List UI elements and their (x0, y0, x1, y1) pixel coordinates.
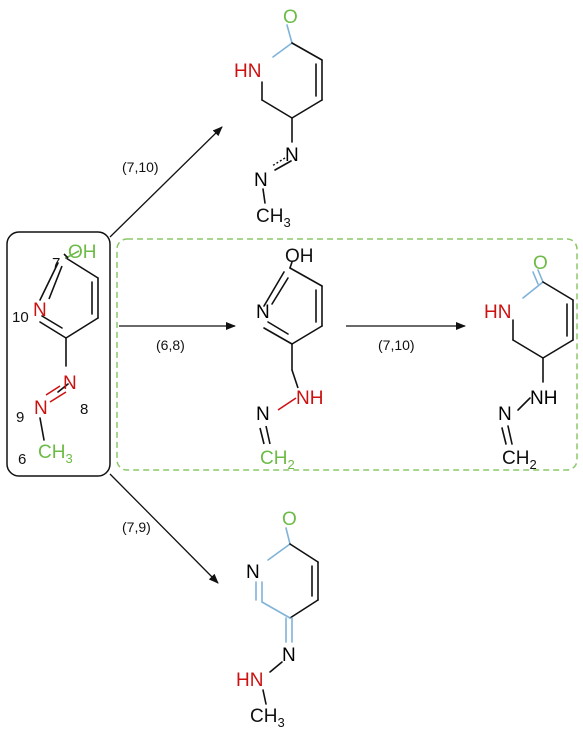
intermediate-n: N (256, 404, 270, 425)
product-bottom-ring-n: N (246, 562, 260, 583)
product-bottom: O N N HN CH3 (236, 509, 319, 730)
arrow-down-label: (7,9) (122, 519, 151, 535)
reactant-n-n-bond (45, 385, 67, 403)
product-top-hn: HN (234, 61, 261, 82)
reactant-num-6: 6 (18, 451, 26, 468)
reactant-n8: N (63, 373, 77, 394)
product-bottom-n: N (282, 645, 296, 666)
intermediate-oh: OH (285, 246, 314, 267)
product-bottom-ch3: CH3 (250, 706, 285, 730)
reactant-n9: N (34, 398, 48, 419)
reactant-ch3: CH3 (38, 442, 73, 466)
product-right-o: O (533, 253, 548, 274)
arrow-up (109, 126, 223, 238)
product-right: O HN NH N CH2 (484, 253, 574, 472)
product-right-nh: NH (530, 388, 557, 409)
reactant-num-10: 10 (12, 309, 29, 326)
product-right-n: N (498, 404, 512, 425)
product-top-n-lower: N (254, 170, 268, 191)
reactant-num-9: 9 (16, 409, 24, 426)
product-right-hn: HN (484, 302, 511, 323)
product-top-n-upper: N (285, 145, 299, 166)
reactant-oh: OH (68, 242, 97, 263)
product-top: O HN N N CH3 (234, 7, 323, 230)
reactant-num-8: 8 (80, 401, 88, 418)
intermediate-ch2: CH2 (260, 448, 295, 472)
intermediate-nh: NH (296, 388, 323, 409)
product-right-ch2: CH2 (502, 448, 537, 472)
product-top-ch3: CH3 (256, 206, 291, 230)
pathway-dashed-box (116, 238, 578, 471)
product-bottom-hn: HN (236, 670, 263, 691)
arrow-middle-1-label: (6,8) (156, 337, 185, 353)
intermediate-ring-n: N (256, 302, 270, 323)
arrow-down (109, 473, 219, 584)
arrow-middle-2-label: (7,10) (378, 337, 415, 353)
reactant-molecule: OH 7 N 10 N 8 N 9 CH3 6 (12, 242, 99, 468)
product-bottom-o: O (282, 509, 297, 530)
arrow-up-label: (7,10) (122, 159, 159, 175)
reactant-num-7: 7 (52, 255, 60, 272)
reactant-ring-n: N (33, 300, 47, 321)
product-top-o: O (283, 7, 298, 28)
intermediate-molecule: OH N NH N CH2 (256, 246, 323, 472)
reactant-box (6, 231, 111, 477)
